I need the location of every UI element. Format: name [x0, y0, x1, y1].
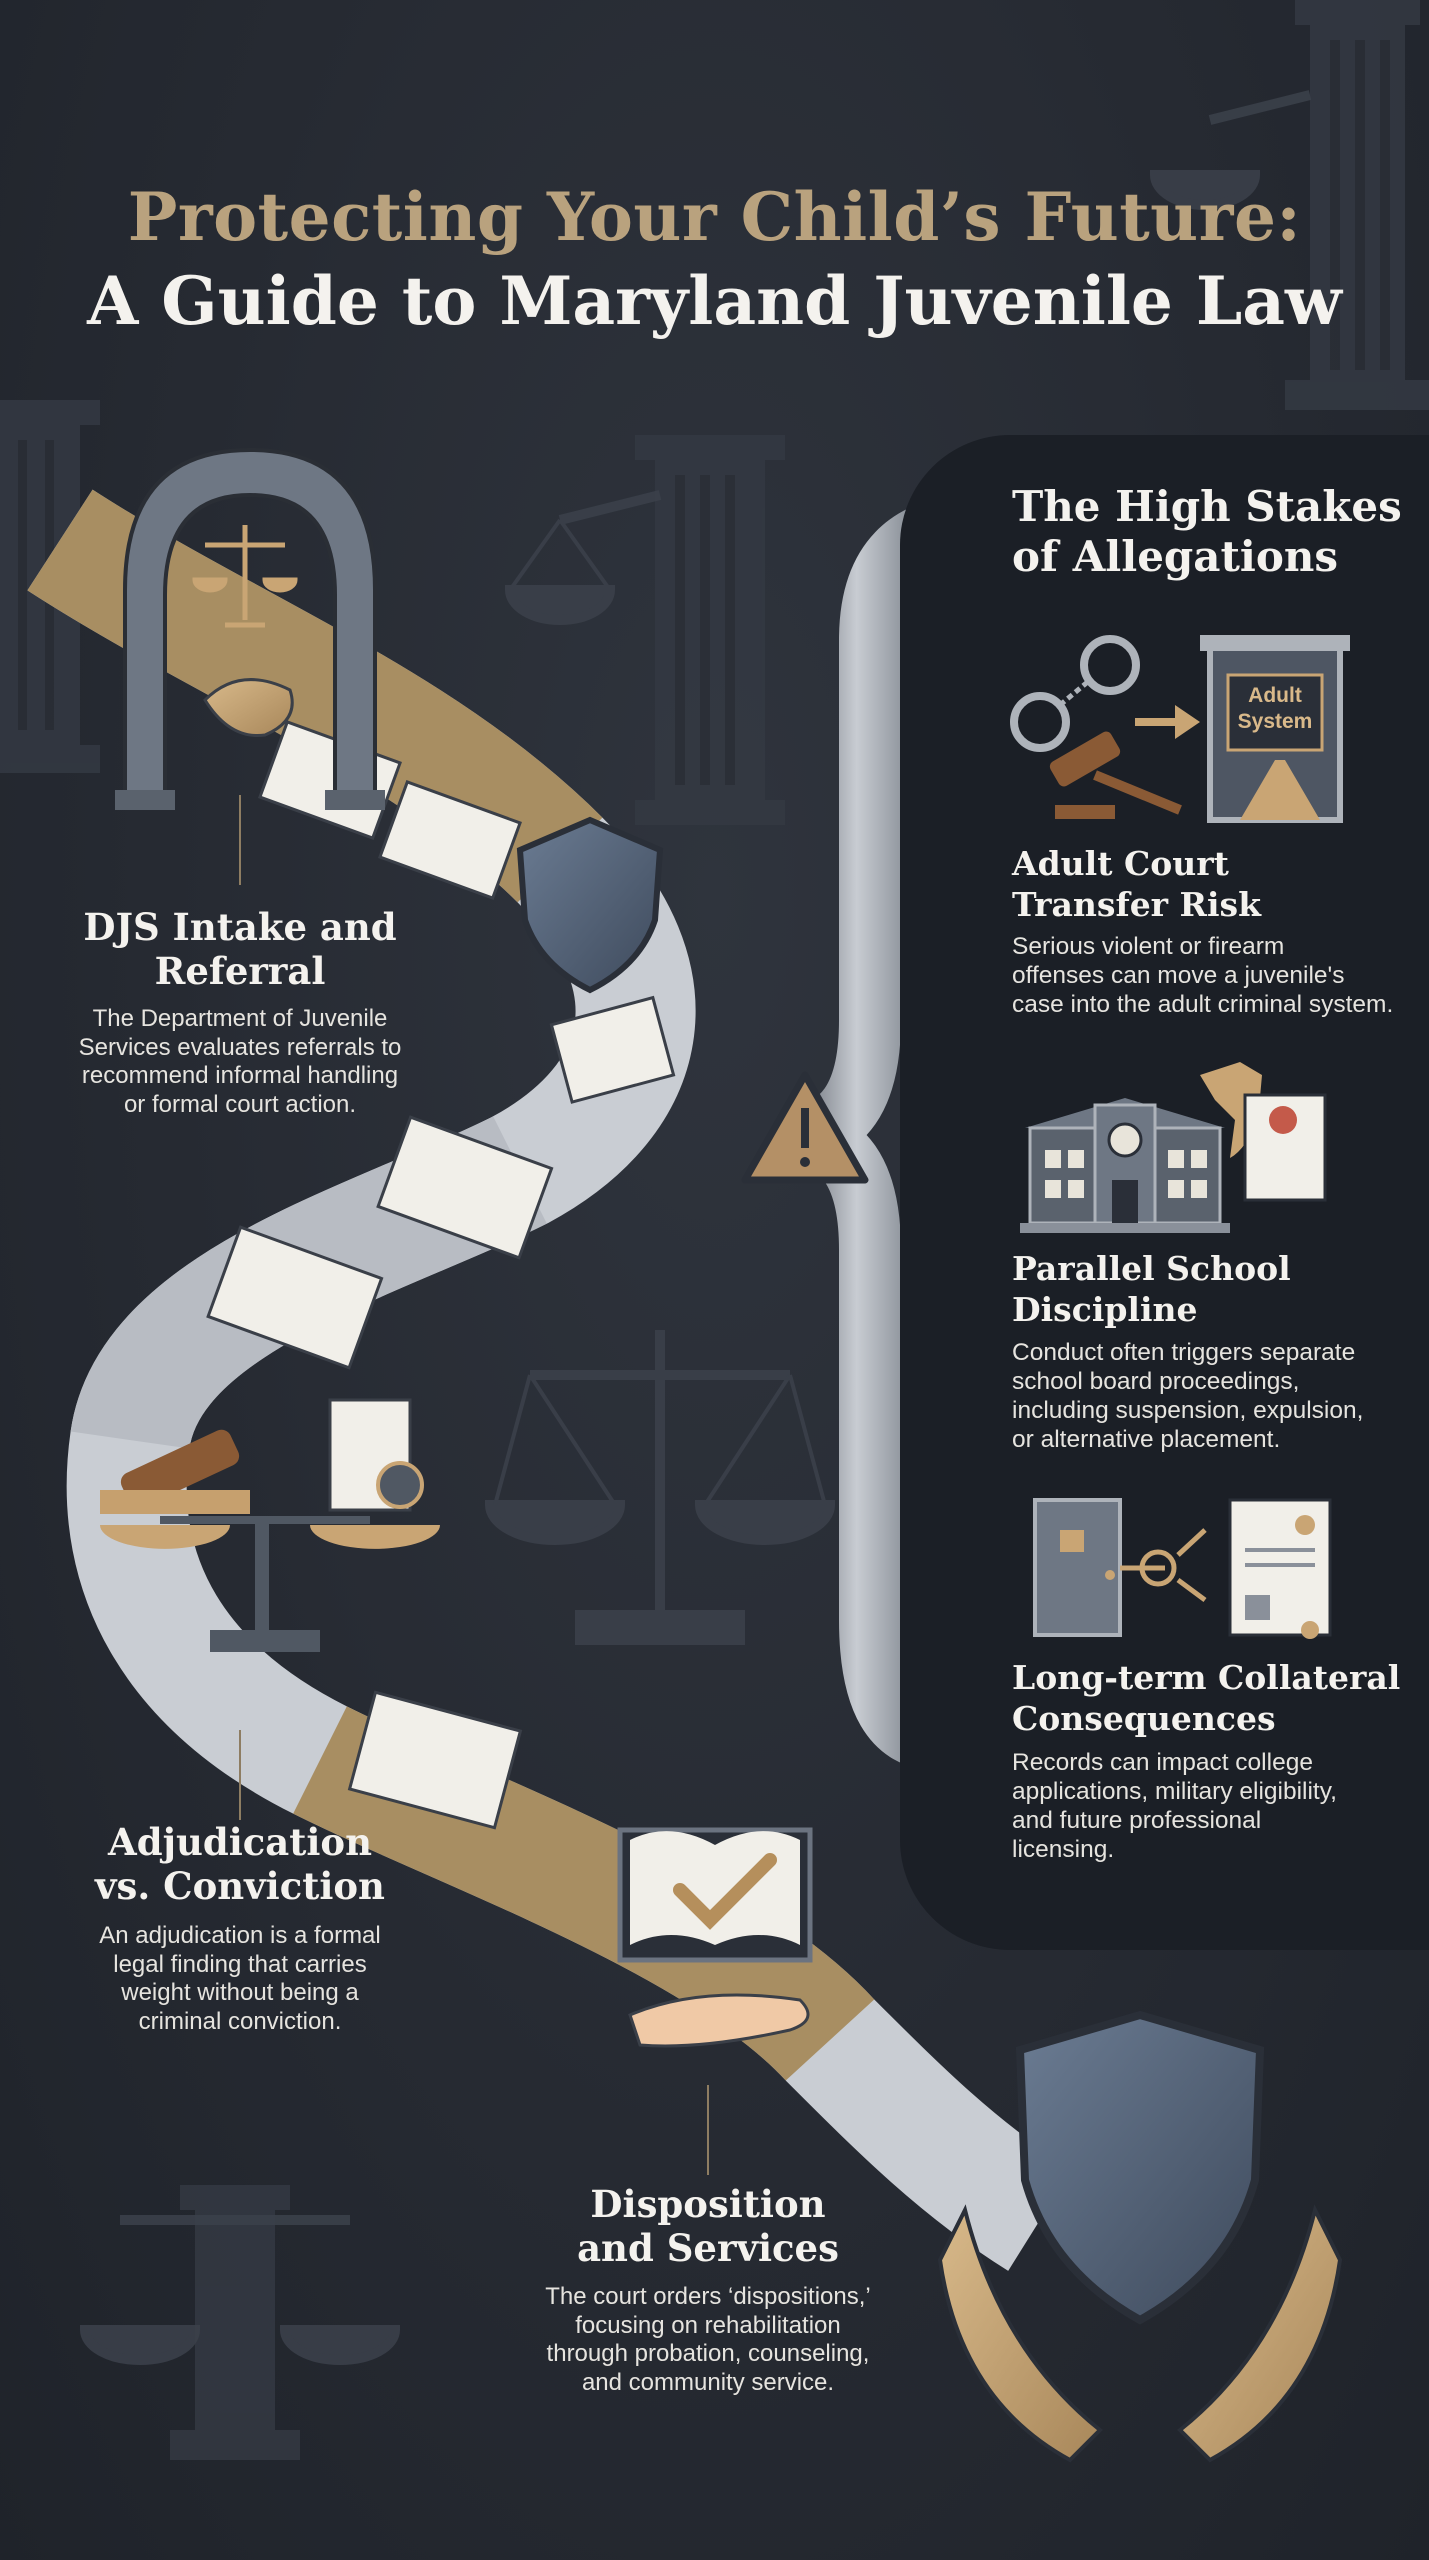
- stage-heading-adjudication: Adjudication vs. Conviction: [40, 1820, 440, 1908]
- heading-line: vs. Conviction: [95, 1864, 385, 1908]
- heading-line: Adjudication: [107, 1820, 373, 1864]
- stake-body-collateral: Records can impact college applications,…: [1012, 1748, 1417, 1864]
- warning-triangle-icon: [741, 1071, 869, 1184]
- heading-line: and Services: [577, 2226, 839, 2270]
- title-line-1: Protecting Your Child’s Future:: [127, 178, 1302, 256]
- heading-line: DJS Intake and: [83, 905, 397, 949]
- adult-system-sign: Adult System: [1228, 683, 1322, 735]
- body-line: The court orders ‘dispositions,’: [545, 2283, 871, 2310]
- stake-heading-collateral: Long-term Collateral Consequences: [1012, 1657, 1412, 1739]
- heading-line: Referral: [154, 949, 326, 993]
- title-line-2: A Guide to Maryland Juvenile Law: [87, 262, 1342, 340]
- body-line: or alternative placement.: [1012, 1426, 1281, 1453]
- shield-icon: [516, 816, 664, 994]
- body-line: or formal court action.: [123, 1090, 357, 1118]
- body-line: case into the adult criminal system.: [1012, 991, 1394, 1018]
- stage-body-intake: The Department of Juvenile Services eval…: [30, 1005, 450, 1119]
- body-line: licensing.: [1012, 1836, 1115, 1863]
- body-line: Serious violent or firearm: [1012, 933, 1285, 960]
- body-line: Services evaluates referrals to: [78, 1033, 402, 1061]
- body-line: recommend informal handling: [81, 1062, 399, 1089]
- stake-heading-adult-court: Adult Court Transfer Risk: [1012, 843, 1412, 925]
- body-line: Records can impact college: [1012, 1749, 1313, 1776]
- body-line: and community service.: [581, 2368, 835, 2396]
- sign-line: System: [1237, 710, 1313, 733]
- heading-line: Long-term Collateral: [1012, 1658, 1401, 1697]
- stage-body-disposition: The court orders ‘dispositions,’ focusin…: [488, 2283, 928, 2397]
- gavel-scale-icon: [100, 1398, 440, 1652]
- body-line: school board proceedings,: [1012, 1368, 1300, 1395]
- body-line: weight without being a: [121, 1979, 359, 2006]
- body-line: and future professional: [1012, 1807, 1262, 1834]
- heading-line: Consequences: [1012, 1699, 1276, 1738]
- background-columns-icon: [0, 0, 1429, 2460]
- body-line: An adjudication is a formal: [99, 1922, 381, 1949]
- stake-heading-school: Parallel School Discipline: [1012, 1248, 1412, 1330]
- body-line: criminal conviction.: [138, 2007, 342, 2035]
- open-book-hand-icon: [617, 1827, 813, 2048]
- protective-shield-hands-icon: [937, 2010, 1343, 2463]
- heading-line: Discipline: [1012, 1290, 1198, 1329]
- panel-title-line: of Allegations: [1012, 532, 1339, 581]
- heading-line: Parallel School: [1012, 1249, 1291, 1288]
- stage-heading-disposition: Disposition and Services: [508, 2182, 908, 2270]
- background-scales-icon: [79, 90, 1312, 2365]
- panel-title: The High Stakes of Allegations: [1012, 482, 1412, 582]
- panel-title-line: The High Stakes: [1012, 482, 1402, 531]
- heading-line: Adult Court: [1012, 844, 1229, 883]
- body-line: through probation, counseling,: [546, 2340, 870, 2367]
- body-line: Conduct often triggers separate: [1012, 1339, 1356, 1366]
- body-line: legal finding that carries: [113, 1950, 367, 1978]
- heading-line: Disposition: [590, 2182, 826, 2226]
- body-line: offenses can move a juvenile's: [1012, 962, 1345, 989]
- sign-line: Adult: [1248, 684, 1302, 707]
- stake-body-adult-court: Serious violent or firearm offenses can …: [1012, 932, 1417, 1019]
- body-line: applications, military eligibility,: [1012, 1778, 1337, 1805]
- courthouse-arch-handshake-icon: [115, 447, 385, 810]
- stage-heading-intake: DJS Intake and Referral: [40, 905, 440, 993]
- body-line: focusing on rehabilitation: [575, 2311, 841, 2339]
- body-line: including suspension, expulsion,: [1012, 1397, 1364, 1424]
- heading-line: Transfer Risk: [1012, 885, 1261, 924]
- page-title: Protecting Your Child’s Future: A Guide …: [0, 175, 1429, 343]
- stage-body-adjudication: An adjudication is a formal legal findin…: [40, 1922, 440, 2036]
- stake-body-school: Conduct often triggers separate school b…: [1012, 1338, 1417, 1454]
- body-line: The Department of Juvenile: [92, 1005, 388, 1032]
